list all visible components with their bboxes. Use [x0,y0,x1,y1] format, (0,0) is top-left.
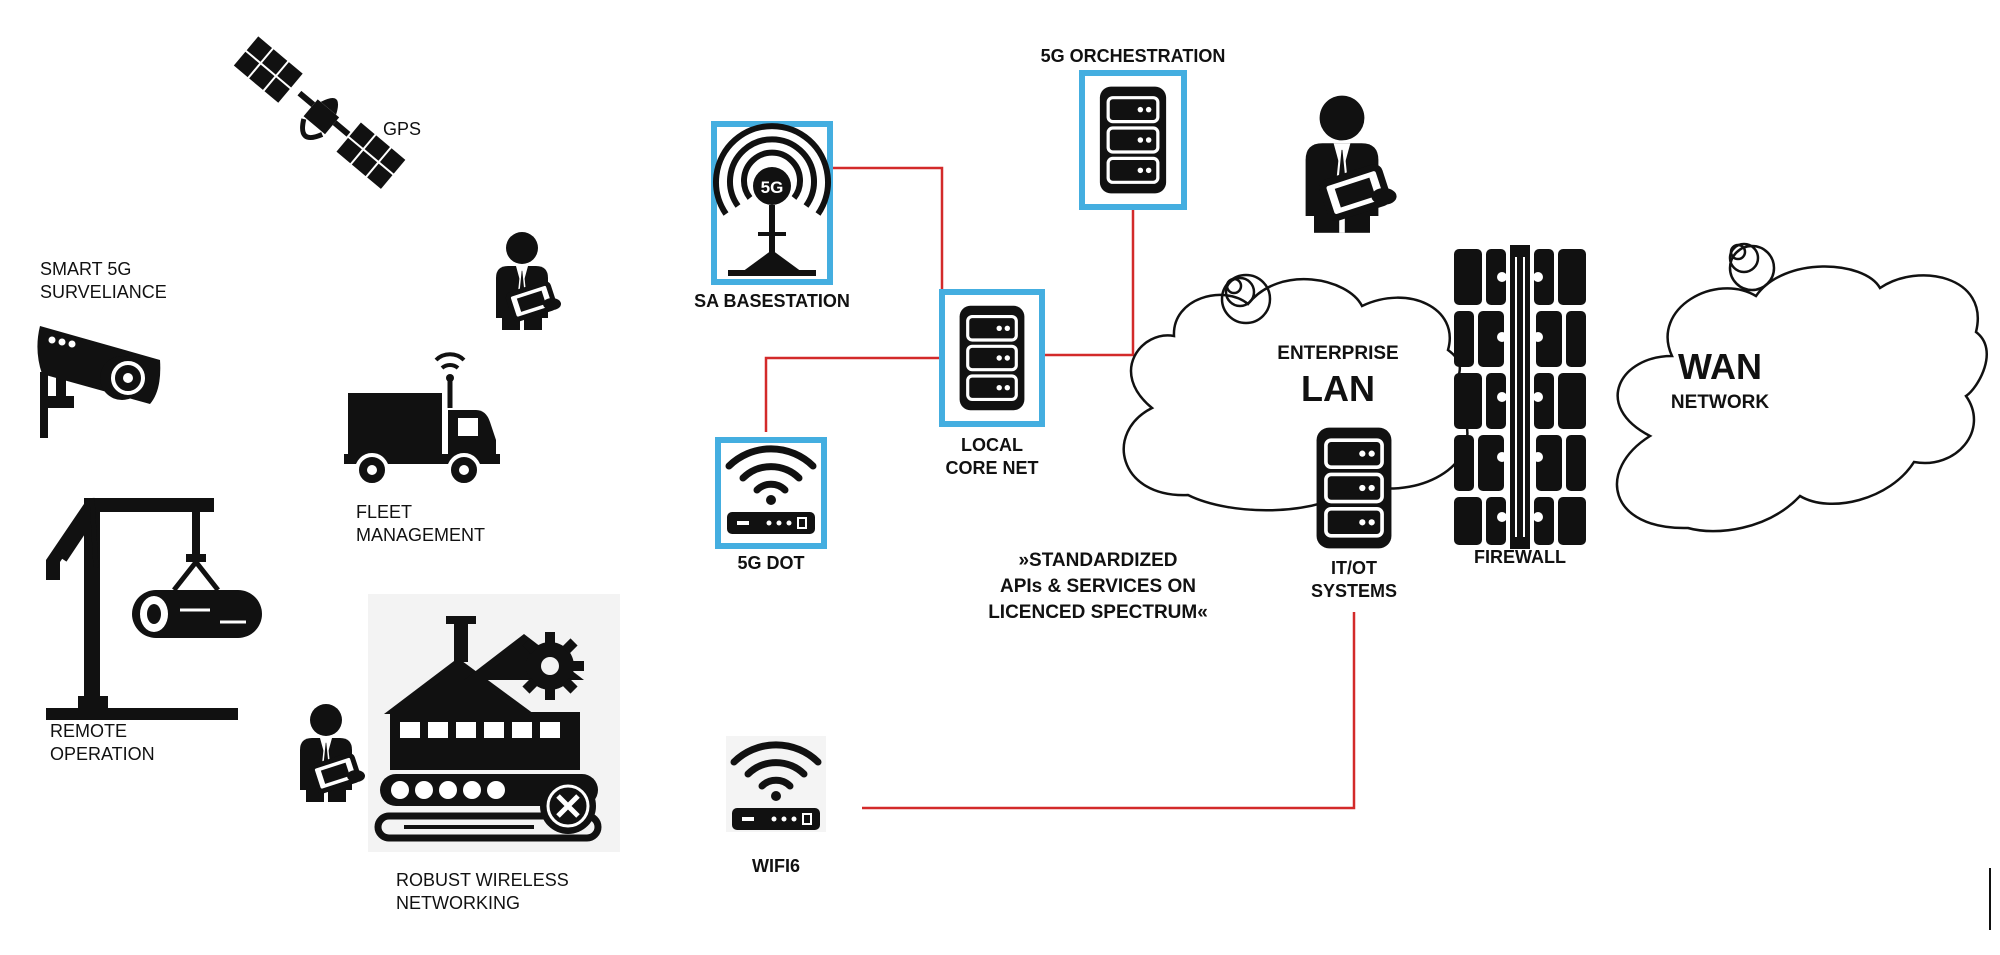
wifi6-router-icon [726,736,826,832]
admin-icon [1306,96,1397,233]
fleet-label-line2: MANAGEMENT [356,525,486,545]
operator-bottom-icon [300,704,365,802]
operator-top-icon [496,232,561,330]
link-orchestration-core [1042,207,1135,357]
wan-line1: WAN [1678,346,1762,387]
surveillance-label-line2: SURVELIANCE [40,282,167,302]
basestation-label: SA BASESTATION [694,291,850,311]
dot-label: 5G DOT [737,553,805,573]
surveillance-label-line1: SMART 5G [40,259,132,279]
gps-label: GPS [383,119,422,139]
orchestration-box [1079,70,1187,210]
wan-cloud [1615,242,1988,533]
crane-icon [46,497,262,720]
fleet-label-line1: FLEET [356,502,413,522]
basestation-box: 5G [711,121,833,285]
core-label-line2: CORE NET [945,458,1039,478]
security-camera-icon [37,326,161,438]
robust-label-line1: ROBUST WIRELESS [396,870,569,890]
link-wifi6-itot [862,612,1356,810]
remote-label-line1: REMOTE [50,721,128,741]
remote-label-line2: OPERATION [50,744,155,764]
core-box [939,289,1045,427]
firewall-label: FIREWALL [1474,547,1566,567]
firewall-icon [1454,245,1586,549]
core-server-icon [958,304,1026,412]
factory-icon [368,594,620,852]
satellite-icon [233,36,406,189]
truck-antenna-icon [344,352,500,487]
core-label-line1: LOCAL [961,435,1023,455]
robust-label-line2: NETWORKING [396,893,520,913]
wifi6-label: WIFI6 [752,856,800,876]
orchestration-label: 5G ORCHESTRATION [1040,46,1226,66]
itot-label-line2: SYSTEMS [1310,581,1398,601]
tower-text: 5G [761,178,784,197]
itot-server-icon [1314,425,1394,551]
link-basestation-core [830,166,944,352]
enterprise-lan-line2: LAN [1301,368,1375,409]
enterprise-lan-line1: ENTERPRISE [1277,343,1399,364]
dot-box [715,437,827,549]
wan-line2: NETWORK [1670,392,1770,413]
itot-label-line1: IT/OT [1331,558,1377,578]
orchestration-server-icon [1098,85,1168,195]
link-core-dot [764,356,942,432]
tagline-line2: APIs & SERVICES ON [999,576,1197,597]
tagline-line1: »STANDARDIZED [1018,550,1178,571]
5g-tower-icon: 5G [713,123,831,276]
tagline-line3: LICENCED SPECTRUM« [988,602,1208,623]
